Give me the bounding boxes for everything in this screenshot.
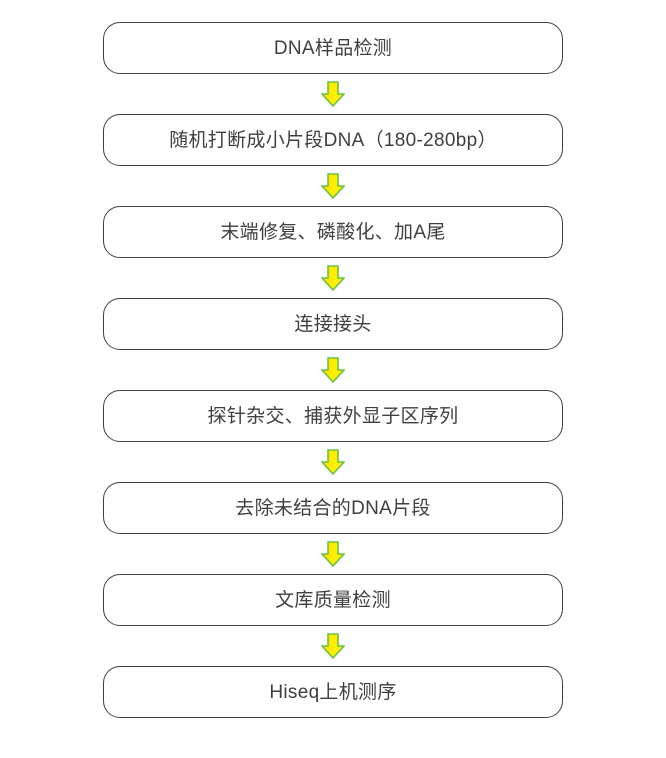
flow-step-label: Hiseq上机测序 xyxy=(269,681,397,703)
flow-step-label: 末端修复、磷酸化、加A尾 xyxy=(220,221,446,243)
down-arrow-icon xyxy=(321,633,345,659)
flow-step-label: DNA样品检测 xyxy=(273,37,393,59)
flow-step-6: 去除未结合的DNA片段 xyxy=(103,482,563,534)
flow-step-1: DNA样品检测 xyxy=(103,22,563,74)
down-arrow-icon xyxy=(321,449,345,475)
flow-step-3: 末端修复、磷酸化、加A尾 xyxy=(103,206,563,258)
flow-step-label: 探针杂交、捕获外显子区序列 xyxy=(207,405,459,427)
flow-step-label: 去除未结合的DNA片段 xyxy=(235,497,431,519)
flow-step-5: 探针杂交、捕获外显子区序列 xyxy=(103,390,563,442)
flow-step-label: 随机打断成小片段DNA（180-280bp） xyxy=(169,129,497,151)
down-arrow-icon xyxy=(321,81,345,107)
flow-step-7: 文库质量检测 xyxy=(103,574,563,626)
flow-step-8: Hiseq上机测序 xyxy=(103,666,563,718)
down-arrow-icon xyxy=(321,265,345,291)
flow-step-label: 连接接头 xyxy=(294,313,372,335)
down-arrow-icon xyxy=(321,173,345,199)
down-arrow-icon xyxy=(321,357,345,383)
flow-step-2: 随机打断成小片段DNA（180-280bp） xyxy=(103,114,563,166)
flowchart: DNA样品检测 随机打断成小片段DNA（180-280bp） 末端修复、磷酸化、… xyxy=(103,22,563,718)
down-arrow-icon xyxy=(321,541,345,567)
flow-step-4: 连接接头 xyxy=(103,298,563,350)
flow-step-label: 文库质量检测 xyxy=(275,589,391,611)
